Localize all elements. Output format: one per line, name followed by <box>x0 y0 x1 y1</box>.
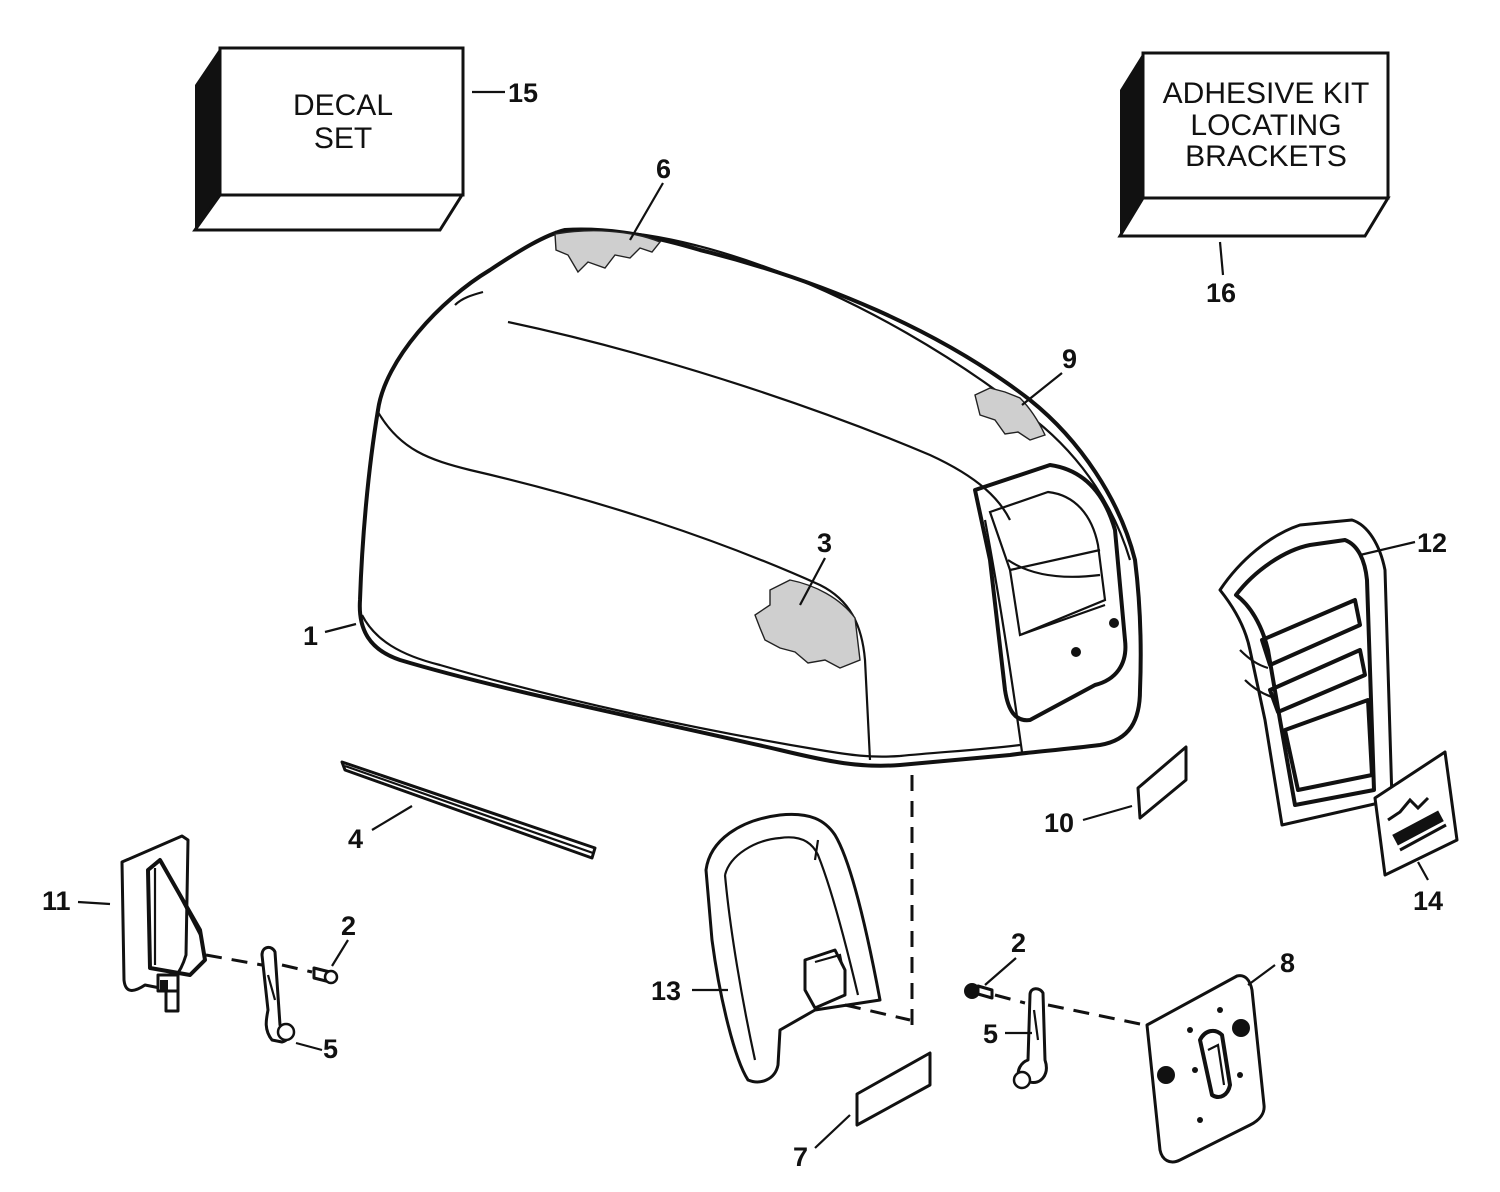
lever-left <box>260 946 296 1044</box>
adhesive-kit-box: ADHESIVE KIT LOCATING BRACKETS <box>1117 51 1391 238</box>
screw-left <box>312 966 339 985</box>
callout-11: 11 <box>42 886 71 916</box>
callout-14: 14 <box>1413 886 1443 916</box>
callout-8: 8 <box>1280 948 1295 978</box>
screw-right <box>964 983 994 1000</box>
decal-set-label-line2: SET <box>314 122 372 155</box>
callout-7: 7 <box>793 1142 808 1172</box>
rear-panel <box>1218 518 1394 827</box>
callout-4: 4 <box>348 824 363 854</box>
decal-set-box: DECAL SET <box>192 46 465 232</box>
motor-cover <box>357 227 1143 768</box>
front-panel <box>704 812 882 1084</box>
guide-line-screw-left <box>281 963 313 974</box>
callout-15: 15 <box>508 78 538 108</box>
decal-10 <box>1136 745 1188 820</box>
callout-5-right: 5 <box>983 1019 998 1049</box>
adhesive-patch-3 <box>754 579 861 669</box>
latch-bracket <box>120 834 207 1013</box>
logo-plate <box>1373 750 1459 877</box>
callout-6: 6 <box>656 154 671 184</box>
guide-line-panel <box>844 1003 911 1022</box>
adhesive-kit-label-line2: LOCATING <box>1190 109 1341 142</box>
adhesive-patch-6 <box>554 230 662 274</box>
latch-plate <box>1145 974 1266 1164</box>
callout-1: 1 <box>303 621 318 651</box>
callout-16: 16 <box>1206 278 1236 308</box>
callout-numbers: 15 16 6 9 3 1 4 12 10 14 11 2 5 13 2 5 8… <box>42 78 1447 1172</box>
callout-13: 13 <box>651 976 681 1006</box>
callout-9: 9 <box>1062 344 1077 374</box>
decal-7 <box>855 1051 932 1127</box>
callout-3: 3 <box>817 528 832 558</box>
brand-logo-icon <box>1387 796 1447 852</box>
callout-2-left: 2 <box>341 911 356 941</box>
callout-12: 12 <box>1417 528 1447 558</box>
guide-line-latch-right <box>1047 1003 1141 1026</box>
adhesive-patch-9 <box>974 387 1046 441</box>
leader-lines <box>77 90 1429 1149</box>
callout-2-right: 2 <box>1011 928 1026 958</box>
guide-line-screw-right <box>994 993 1026 1005</box>
callout-5-left: 5 <box>323 1034 338 1064</box>
seal-strip <box>340 760 597 860</box>
lever-right <box>1012 987 1048 1090</box>
adhesive-kit-label-line3: BRACKETS <box>1185 140 1347 173</box>
decal-set-label-line1: DECAL <box>293 89 393 122</box>
callout-10: 10 <box>1044 808 1074 838</box>
guide-line-latch-left <box>205 953 271 970</box>
adhesive-kit-label-line1: ADHESIVE KIT <box>1163 77 1370 110</box>
